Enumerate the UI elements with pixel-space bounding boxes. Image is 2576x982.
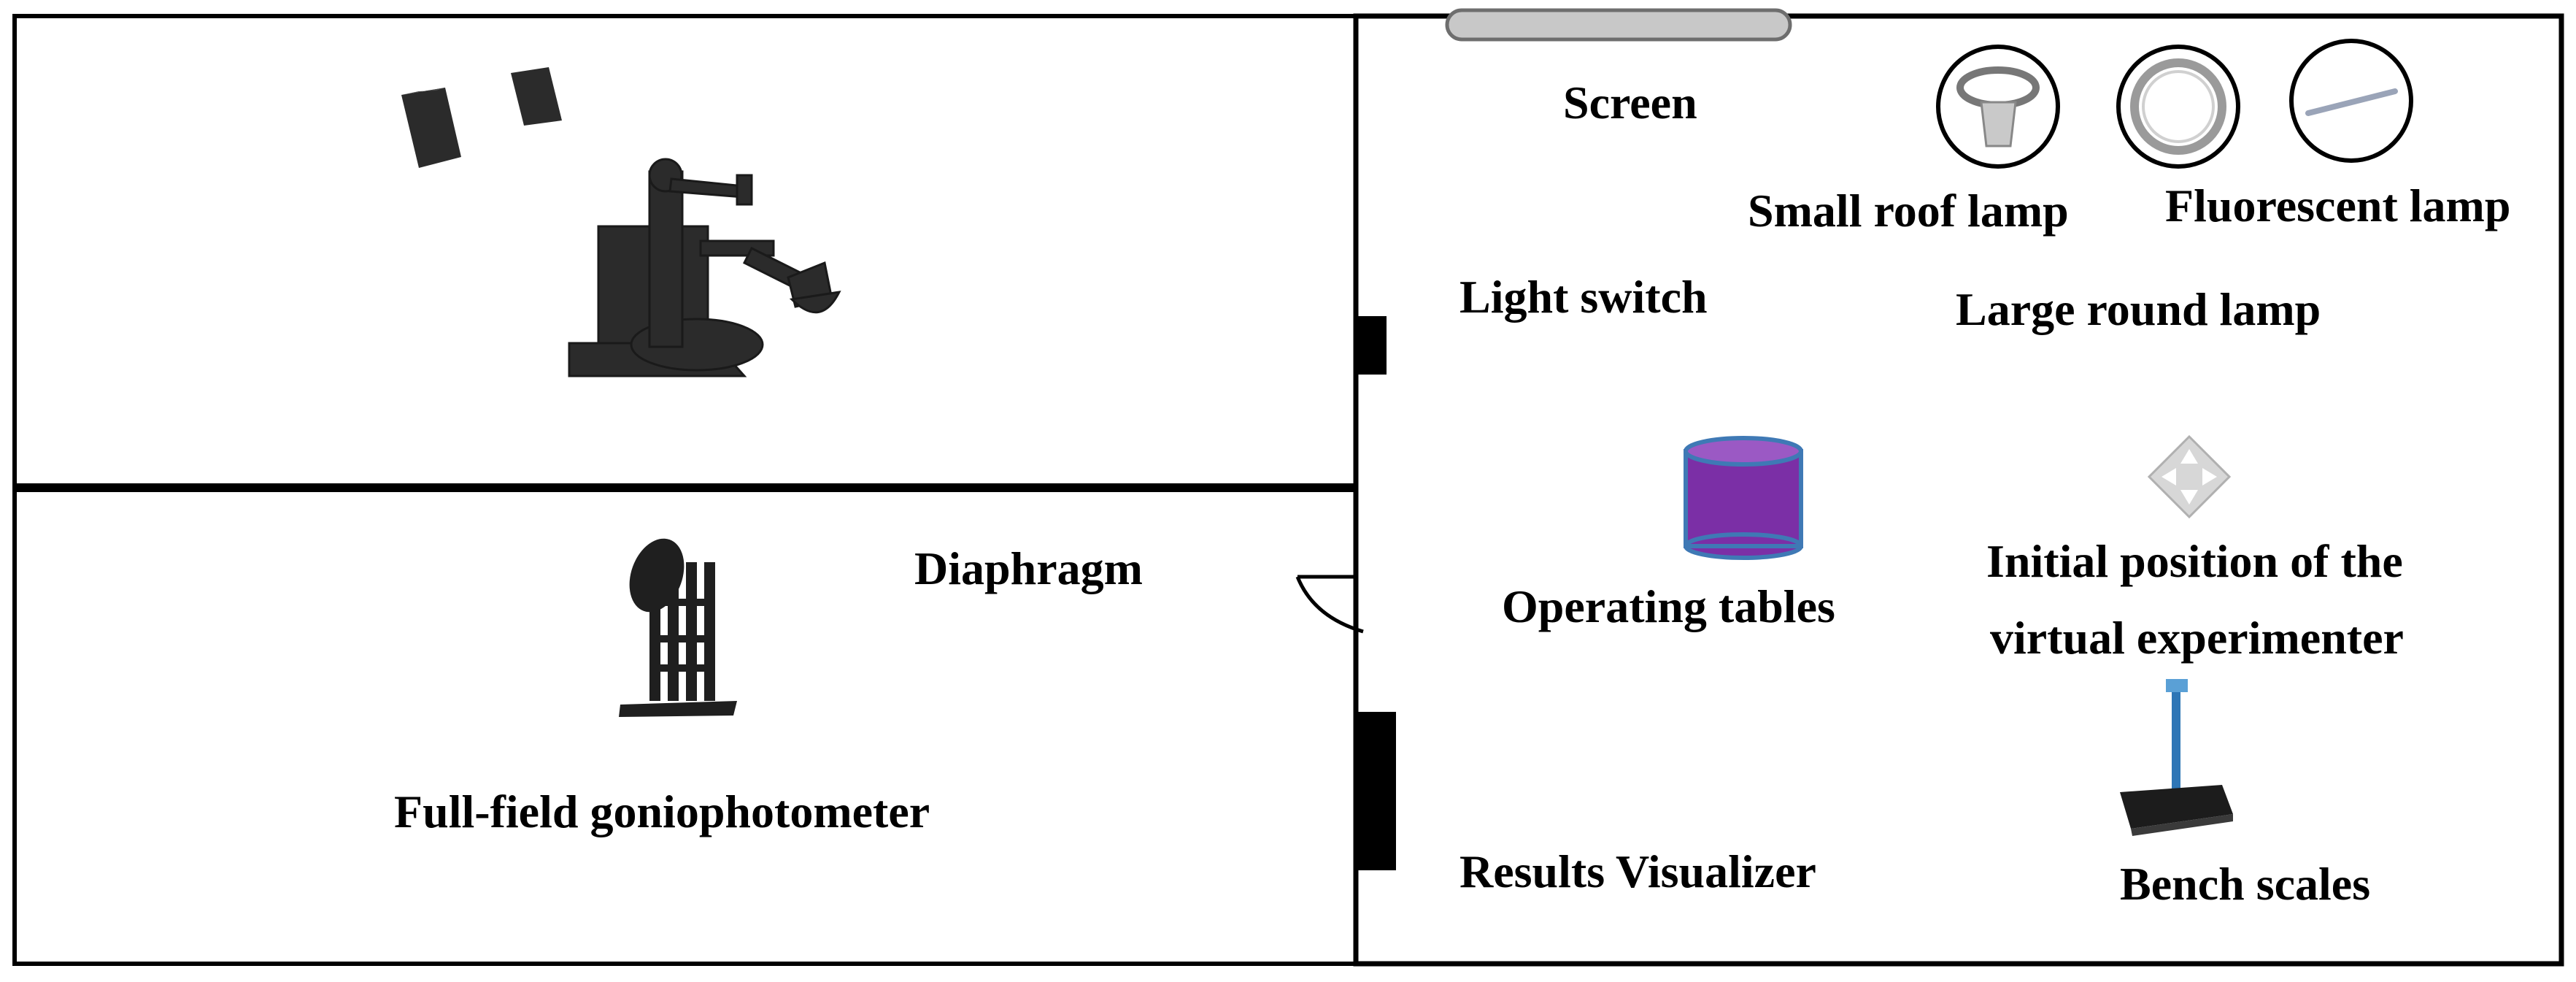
bench-scales-icon[interactable] [2120, 679, 2233, 836]
label-large-round-lamp: Large round lamp [1956, 283, 2321, 335]
large-round-lamp-icon [2116, 45, 2240, 169]
label-initial-position-line2: virtual experimenter [1990, 612, 2404, 664]
label-full-field-goniophotometer: Full-field goniophotometer [394, 786, 930, 837]
light-switch-icon[interactable] [1356, 316, 1387, 375]
move-marker-icon[interactable] [2147, 434, 2232, 519]
label-fluorescent-lamp: Fluorescent lamp [2165, 180, 2510, 231]
label-initial-position-line1: Initial position of the [1986, 535, 2403, 587]
label-light-switch: Light switch [1459, 271, 1708, 323]
goniophotometer-icon [568, 158, 841, 377]
label-small-roof-lamp: Small roof lamp [1748, 185, 2069, 237]
results-visualizer-icon[interactable] [1356, 712, 1396, 870]
label-results-visualizer: Results Visualizer [1459, 845, 1816, 897]
small-roof-lamp-icon [1936, 45, 2060, 169]
label-bench-scales: Bench scales [2120, 858, 2370, 910]
detector-boxes-icon [401, 67, 562, 168]
label-screen: Screen [1563, 77, 1697, 128]
goniophotometer-small-icon [619, 538, 737, 717]
operating-table-icon[interactable] [1684, 436, 1803, 560]
label-diaphragm: Diaphragm [914, 542, 1143, 594]
right-room-wall [1353, 13, 2564, 967]
screen-bar-icon [1445, 8, 1792, 42]
label-operating-tables: Operating tables [1502, 580, 1835, 632]
fluorescent-lamp-icon [2289, 39, 2413, 163]
door-arc-icon[interactable] [1295, 575, 1364, 634]
